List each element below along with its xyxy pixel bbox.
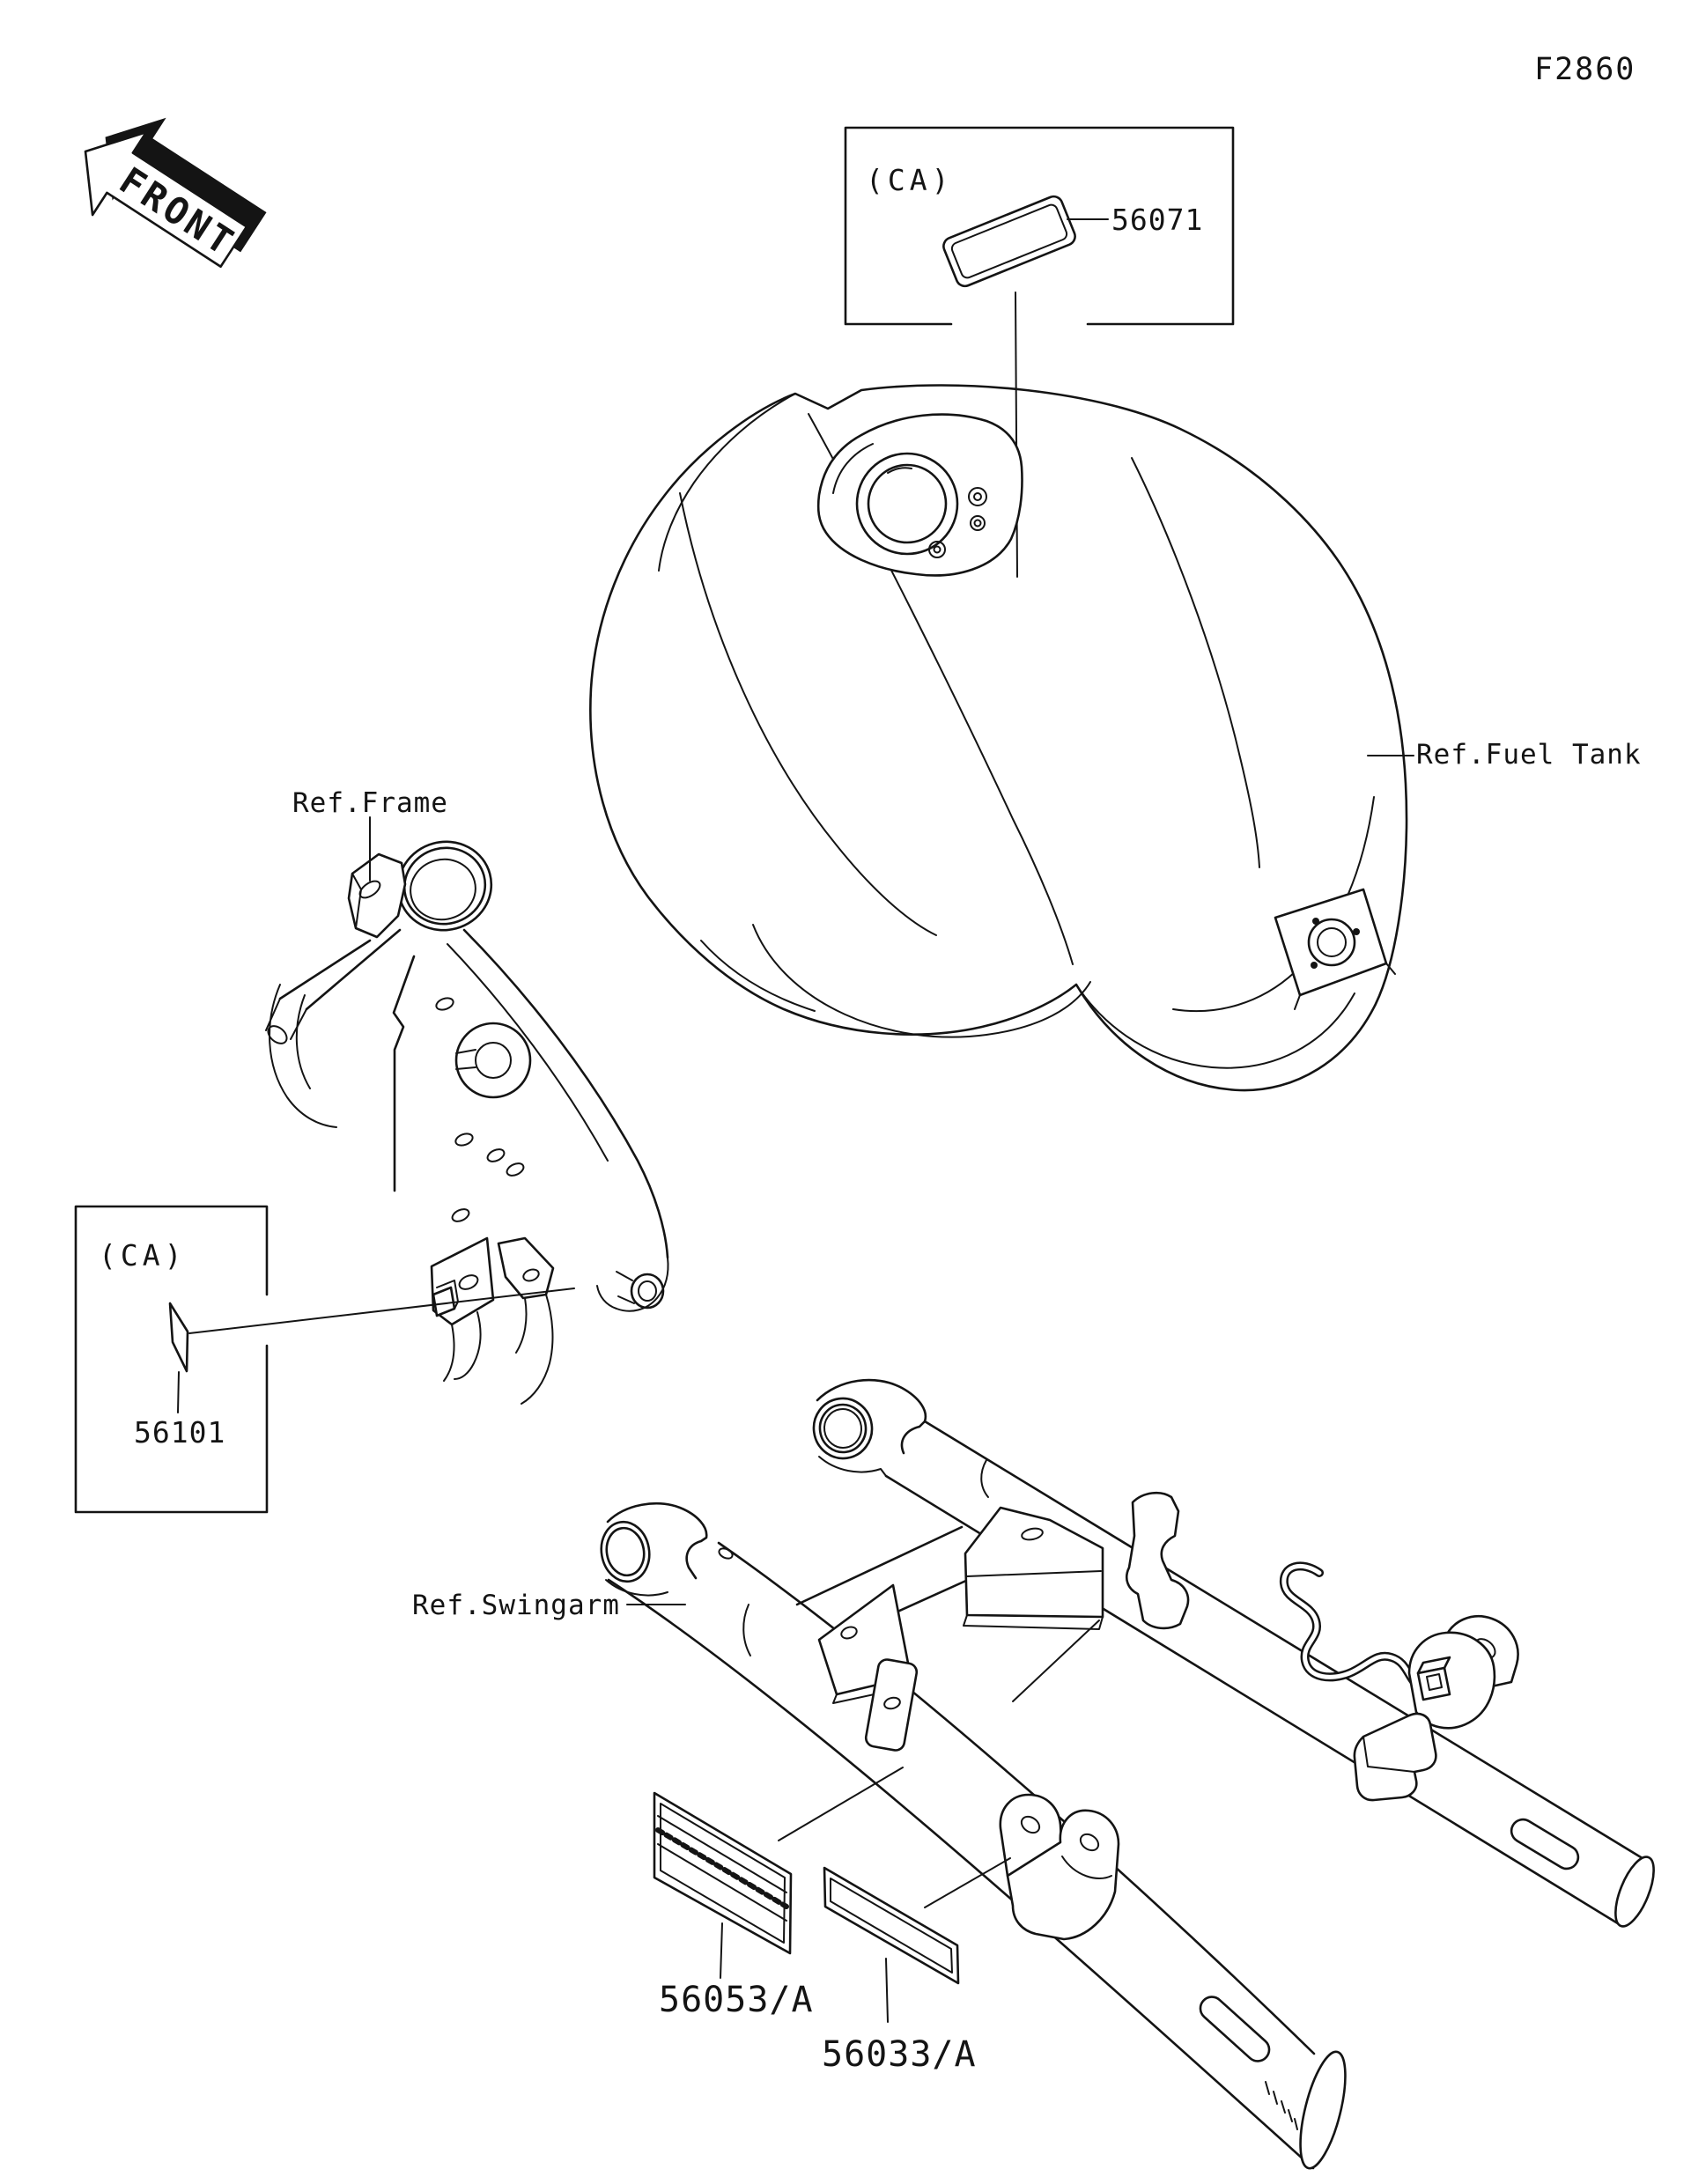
- ca-left-inset-box: [74, 1205, 269, 1514]
- label-sticker-56071: [942, 195, 1076, 288]
- leader-56101: [177, 1371, 180, 1413]
- decal-56053: [653, 1767, 904, 1979]
- part-number-56033: 56033/A: [822, 2034, 977, 2075]
- leader-56053-label: [720, 1922, 723, 1979]
- leader-56033-label: [885, 1958, 889, 2023]
- ca-top-tag: (CA): [866, 163, 953, 197]
- ca-left-inset: (CA) 56101: [74, 1205, 575, 1514]
- part-number-56101: 56101: [134, 1415, 225, 1450]
- ca-top-inset-box: [844, 126, 1235, 326]
- leader-ca-left-to-frame: [188, 1288, 575, 1334]
- fuel-tank-drawing: [589, 384, 1408, 1092]
- part-number-56071: 56071: [1111, 203, 1203, 237]
- frame-drawing: [265, 840, 669, 1405]
- tank-rear-bracket: [1274, 888, 1388, 997]
- ref-fuel-tank-label: Ref.Fuel Tank: [1416, 739, 1642, 771]
- ca-top-inset: (CA) 56071: [844, 126, 1235, 578]
- label-sticker-56101: [168, 1302, 189, 1373]
- leader-ca-top-to-tank: [1015, 291, 1018, 578]
- ca-left-tag: (CA): [99, 1238, 186, 1273]
- front-arrow-icon: FRONT: [84, 117, 267, 269]
- swingarm-drawing: [600, 1378, 1655, 2170]
- part-number-56053: 56053/A: [659, 1980, 814, 2020]
- figure-code: F2860: [1534, 52, 1636, 87]
- ref-frame-label: Ref.Frame: [292, 787, 448, 819]
- decal-56033: [823, 1857, 1011, 2023]
- leader-tube-to-56033: [924, 1857, 1011, 1908]
- ref-swingarm-label: Ref.Swingarm: [412, 1590, 620, 1621]
- leader-tube-to-56053: [778, 1767, 904, 1841]
